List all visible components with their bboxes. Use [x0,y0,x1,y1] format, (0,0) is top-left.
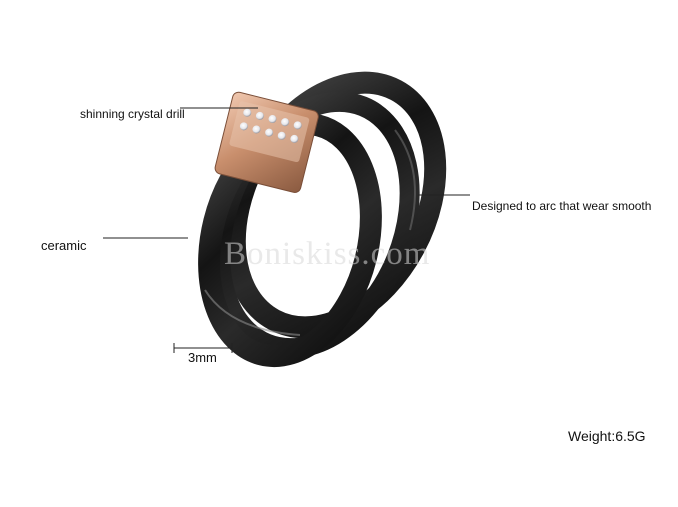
crystal-stone [277,131,286,140]
crystal-stone [239,122,248,131]
crystal-stone [252,125,261,134]
crystal-stone [281,118,290,127]
crystal-stones [239,108,302,143]
ring-highlight [204,289,301,336]
crystal-stone [290,134,299,143]
crystal-stone [268,115,277,124]
crystal-stone [265,128,274,137]
width-label: 3mm [188,350,217,365]
weight-label: Weight:6.5G [568,428,646,444]
crystal-stone [293,121,302,130]
crystal-label: shinning crystal drill [80,107,185,121]
crystal-stone [243,108,252,117]
ceramic-label: ceramic [41,238,87,253]
arc-label: Designed to arc that wear smooth [472,199,652,213]
crystal-stone [255,111,264,120]
ring-band-front [198,112,382,368]
watermark: Boniskiss.com [224,236,431,272]
ring-highlight [394,129,416,231]
